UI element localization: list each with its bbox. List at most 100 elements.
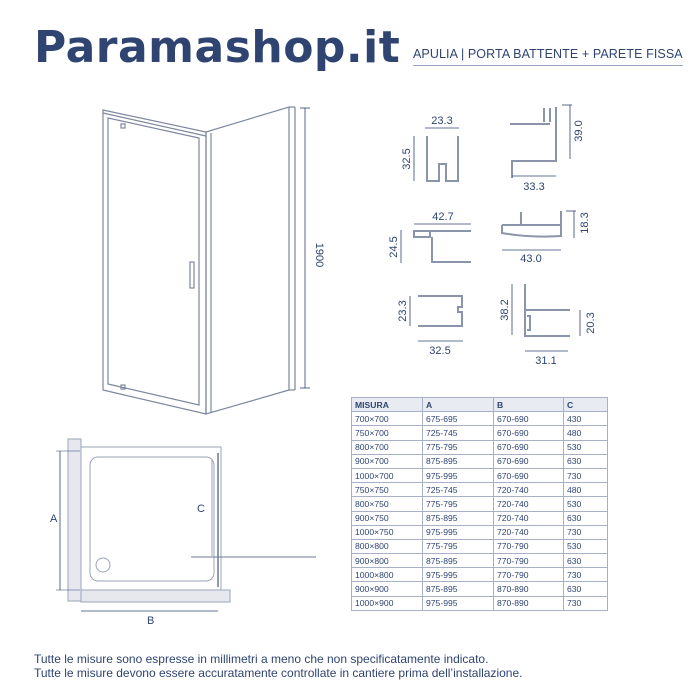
table-cell: 800×700 <box>351 439 423 455</box>
table-cell: 670-690 <box>493 467 564 484</box>
table-cell: 875-895 <box>422 453 494 469</box>
header-b: B <box>493 396 564 413</box>
table-cell: 900×900 <box>351 581 423 597</box>
table-cell: 480 <box>563 425 608 441</box>
table-cell: 720-740 <box>493 496 564 512</box>
table-cell: 670-690 <box>493 439 564 455</box>
table-cell: 530 <box>563 439 608 455</box>
table-cell: 670-690 <box>493 453 564 469</box>
profile-6-height-inner: 20.3 <box>585 312 597 333</box>
table-cell: 750×700 <box>351 425 423 441</box>
note-line-1: Tutte le misure sono espresse in millime… <box>34 652 489 666</box>
profile-6 <box>511 284 581 352</box>
table-cell: 775-795 <box>422 496 494 512</box>
table-cell: 875-895 <box>422 553 494 569</box>
table-cell: 975-995 <box>422 567 494 583</box>
profile-2-height: 39.0 <box>573 120 585 141</box>
table-cell: 1000×700 <box>351 467 423 484</box>
plan-label-b: B <box>147 615 154 627</box>
table-cell: 630 <box>563 581 608 597</box>
table-cell: 770-790 <box>493 567 564 583</box>
profile-1-width: 23.3 <box>431 115 452 127</box>
table-cell: 530 <box>563 496 608 512</box>
table-cell: 1000×900 <box>351 595 423 611</box>
table-cell: 775-795 <box>422 538 494 555</box>
table-cell: 720-740 <box>493 510 564 526</box>
table-cell: 670-690 <box>493 425 564 441</box>
note-line-2: Tutte le misure devono essere accuratame… <box>34 666 523 680</box>
table-cell: 750×750 <box>351 482 423 498</box>
table-cell: 725-745 <box>422 482 494 498</box>
product-subtitle: APULIA | PORTA BATTENTE + PARETE FISSA <box>413 47 683 66</box>
table-cell: 720-740 <box>493 524 564 540</box>
table-cell: 630 <box>563 553 608 569</box>
table-cell: 730 <box>563 524 608 540</box>
header-c: C <box>563 396 608 413</box>
table-cell: 870-890 <box>493 595 564 611</box>
table-cell: 900×800 <box>351 553 423 569</box>
height-label: 1900 <box>313 243 325 267</box>
table-cell: 725-745 <box>422 425 494 441</box>
perspective-view <box>102 106 310 415</box>
table-cell: 730 <box>563 595 608 611</box>
header-misura: MISURA <box>351 396 423 413</box>
plan-label-a: A <box>50 513 58 525</box>
profile-1-height: 32.5 <box>401 148 413 169</box>
table-cell: 900×750 <box>351 510 423 526</box>
table-cell: 1000×750 <box>351 524 423 540</box>
plan-label-c: C <box>197 503 205 515</box>
profile-5-height: 23.3 <box>397 300 409 321</box>
profile-6-width: 31.1 <box>535 355 556 367</box>
table-cell: 875-895 <box>422 581 494 597</box>
header-a: A <box>422 396 494 413</box>
table-cell: 900×700 <box>351 453 423 469</box>
profile-3-width: 42.7 <box>432 211 453 223</box>
table-cell: 975-995 <box>422 467 494 484</box>
table-header-row: MISURA A B C <box>351 396 608 413</box>
table-cell: 975-995 <box>422 524 494 540</box>
table-cell: 875-895 <box>422 510 494 526</box>
table-cell: 630 <box>563 510 608 526</box>
table-cell: 1000×800 <box>351 567 423 583</box>
table-cell: 775-795 <box>422 439 494 455</box>
table-cell: 770-790 <box>493 553 564 569</box>
table-cell: 975-995 <box>422 595 494 611</box>
table-cell: 770-790 <box>493 538 564 555</box>
table-cell: 720-740 <box>493 482 564 498</box>
profile-6-height-outer: 38.2 <box>499 299 511 320</box>
table-cell: 870-890 <box>493 581 564 597</box>
profile-1 <box>413 127 459 182</box>
table-cell: 430 <box>563 411 608 427</box>
table-cell: 675-695 <box>422 411 494 427</box>
profile-2 <box>510 104 572 178</box>
plan-view <box>56 438 316 612</box>
table-cell: 480 <box>563 482 608 498</box>
profile-2-width: 33.3 <box>523 181 544 193</box>
table-cell: 800×750 <box>351 496 423 512</box>
profile-3 <box>400 223 471 263</box>
profile-3-height: 24.5 <box>388 236 400 257</box>
profile-5 <box>409 295 463 342</box>
table-cell: 700×700 <box>351 411 423 427</box>
profile-4 <box>501 210 576 251</box>
profile-4-height: 18.3 <box>579 212 591 233</box>
profile-4-width: 43.0 <box>520 253 541 265</box>
profile-5-width: 32.5 <box>429 345 450 357</box>
brand-logo: Paramashop.it <box>34 22 401 73</box>
footnotes: Tutte le misure sono espresse in millime… <box>34 652 522 680</box>
table-cell: 670-690 <box>493 411 564 427</box>
table-cell: 530 <box>563 538 608 555</box>
table-cell: 800×800 <box>351 538 423 555</box>
